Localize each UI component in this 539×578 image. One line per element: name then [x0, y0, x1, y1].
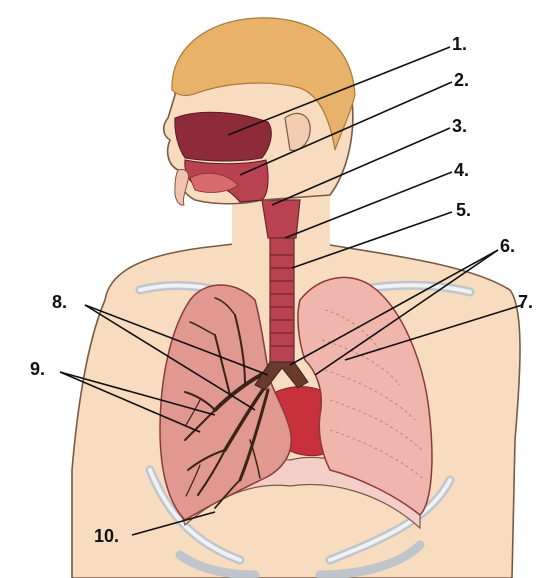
- label-8: 8.: [52, 292, 67, 312]
- label-4: 4.: [454, 160, 469, 180]
- larynx: [262, 200, 300, 238]
- nasal-cavity: [175, 112, 271, 161]
- label-10: 10.: [94, 526, 119, 546]
- label-9: 9.: [30, 359, 45, 379]
- label-6: 6.: [500, 236, 515, 256]
- label-2: 2.: [454, 70, 469, 90]
- label-3: 3.: [452, 116, 467, 136]
- label-1: 1.: [452, 34, 467, 54]
- lips: [175, 169, 189, 205]
- label-5: 5.: [456, 200, 471, 220]
- label-7: 7.: [518, 292, 533, 312]
